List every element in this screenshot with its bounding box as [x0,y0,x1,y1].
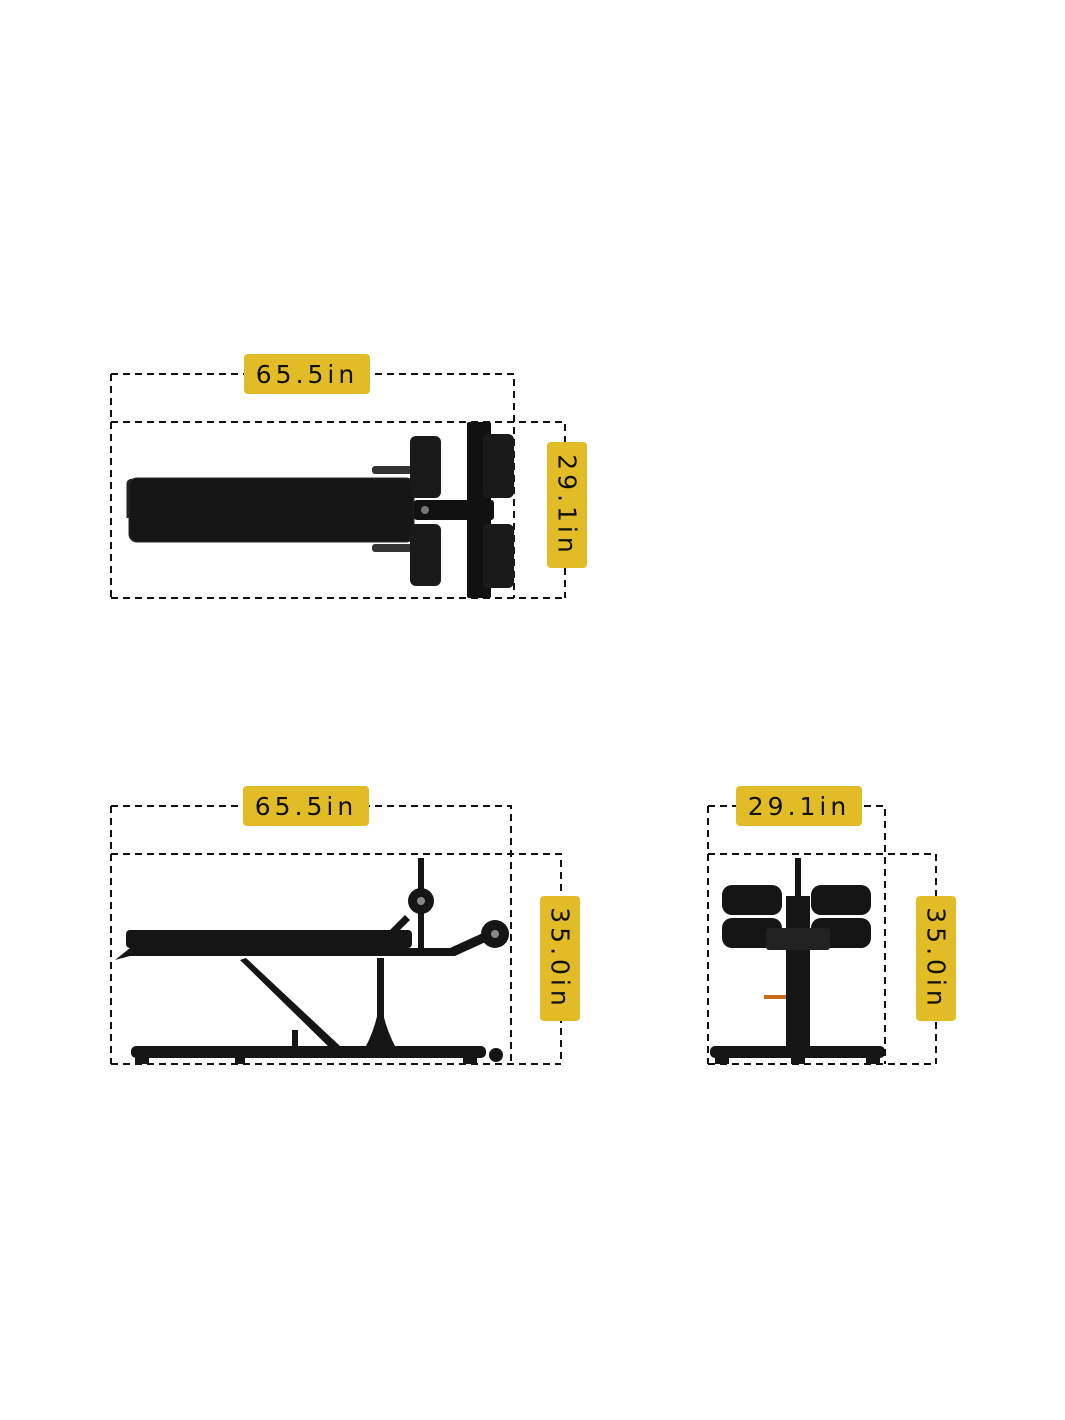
side-view-length-label: 65.5in [243,786,369,826]
side-view-length-text: 65.5in [254,791,358,821]
front-view-height-label: 35.0in [916,896,956,1021]
bench-side-view [115,858,509,1064]
top-view-width-text: 29.1in [552,453,582,557]
bench-top-view [126,422,514,598]
top-view-length-label: 65.5in [244,354,370,394]
top-view-length-text: 65.5in [255,359,359,389]
top-view-width-label: 29.1in [547,442,587,568]
front-view-width-label: 29.1in [736,786,862,826]
front-view-height-text: 35.0in [921,907,951,1010]
side-view-height-text: 35.0in [545,907,575,1010]
front-view-width-text: 29.1in [747,791,851,821]
dimension-lines [110,373,937,1065]
bench-front-view [710,858,885,1064]
side-view-height-label: 35.0in [540,896,580,1021]
